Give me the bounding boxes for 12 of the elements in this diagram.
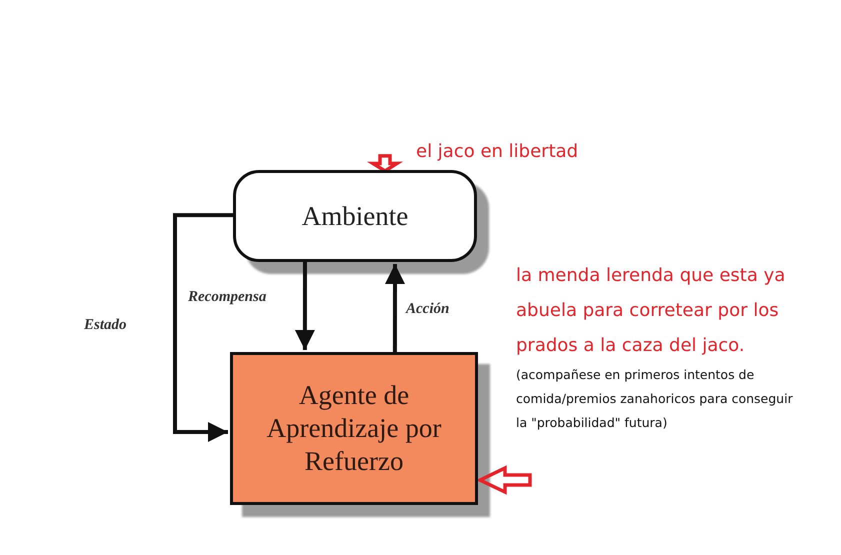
edge-label: Recompensa [186,289,268,306]
node-text: Agente de Aprendizaje por Refuerzo [266,379,442,478]
arrow [385,264,405,352]
rounded-box [233,170,477,262]
arrow [173,213,233,442]
process-box [230,352,478,505]
annotation-text: la menda lerenda que esta ya abuela para corretear por los prados a la caza del jaco. [516,264,786,358]
annotation-text: el jaco en libertad [416,140,580,164]
hollow-arrow [476,465,532,495]
node-text: Ambiente [302,200,408,232]
arrow [294,262,315,350]
note-text: (acompañese en primeros intentos de comida/premios zanahoricos para conseguir la "probabilidad" futura) [516,366,794,432]
